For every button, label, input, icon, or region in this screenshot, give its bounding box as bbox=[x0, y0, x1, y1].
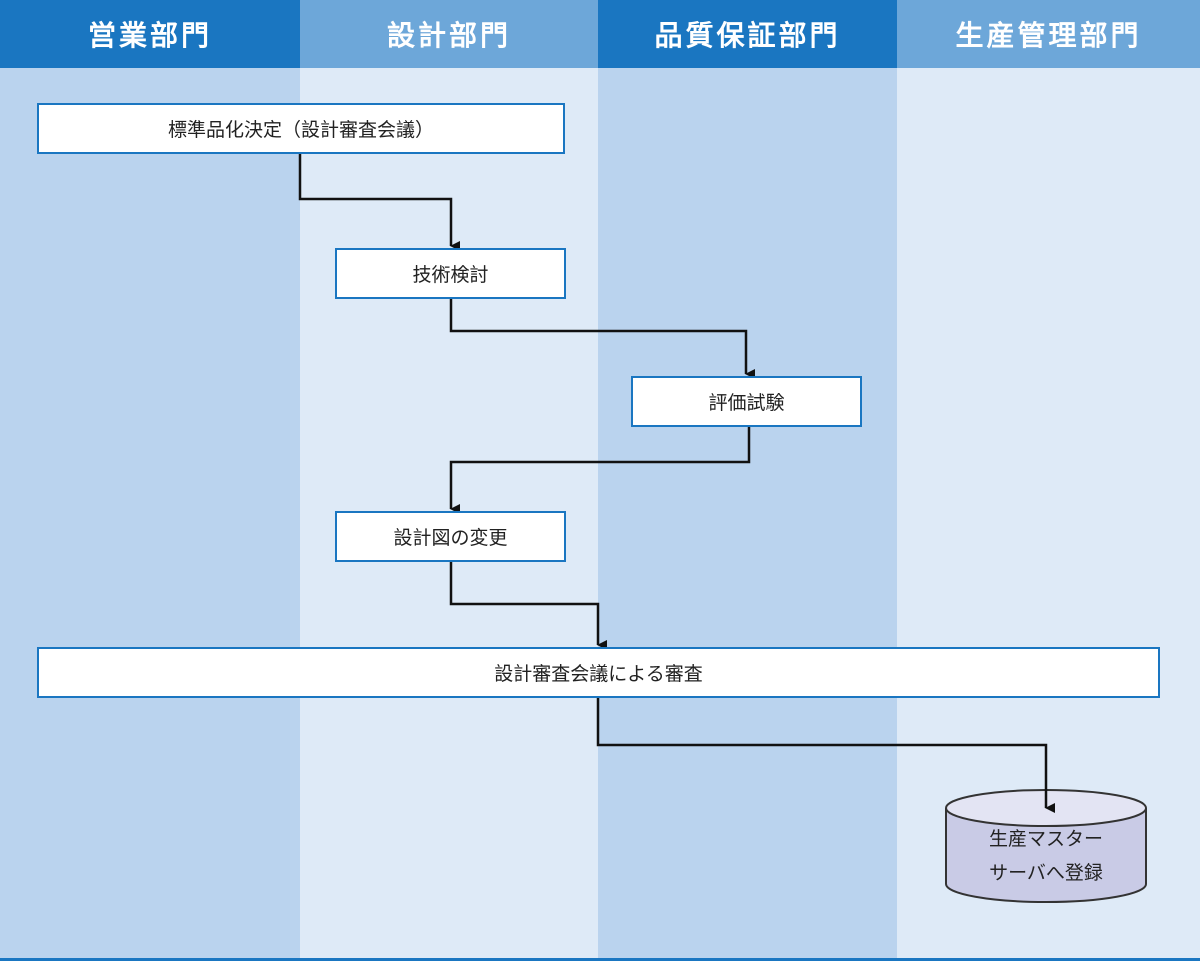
node-review: 設計審査会議による審査 bbox=[37, 647, 1160, 698]
node-standardization: 標準品化決定（設計審査会議） bbox=[37, 103, 565, 154]
lane-header-sales: 営業部門 bbox=[0, 0, 300, 68]
node-design-change: 設計図の変更 bbox=[335, 511, 566, 562]
node-evaluation: 評価試験 bbox=[631, 376, 862, 427]
lane-header-design: 設計部門 bbox=[300, 0, 598, 68]
node-tech-review: 技術検討 bbox=[335, 248, 566, 299]
bottom-rule bbox=[0, 958, 1200, 961]
lane-sales: 営業部門 bbox=[0, 0, 300, 960]
lane-quality: 品質保証部門 bbox=[598, 0, 897, 960]
node-register: 生産マスター サーバへ登録 bbox=[946, 822, 1146, 890]
register-line-2: サーバへ登録 bbox=[989, 862, 1103, 884]
register-line-1: 生産マスター bbox=[988, 828, 1103, 850]
lane-body-sales bbox=[0, 68, 300, 960]
lane-header-quality: 品質保証部門 bbox=[598, 0, 897, 68]
lane-production: 生産管理部門 bbox=[897, 0, 1200, 960]
lane-header-production: 生産管理部門 bbox=[897, 0, 1200, 68]
lane-body-quality bbox=[598, 68, 897, 960]
